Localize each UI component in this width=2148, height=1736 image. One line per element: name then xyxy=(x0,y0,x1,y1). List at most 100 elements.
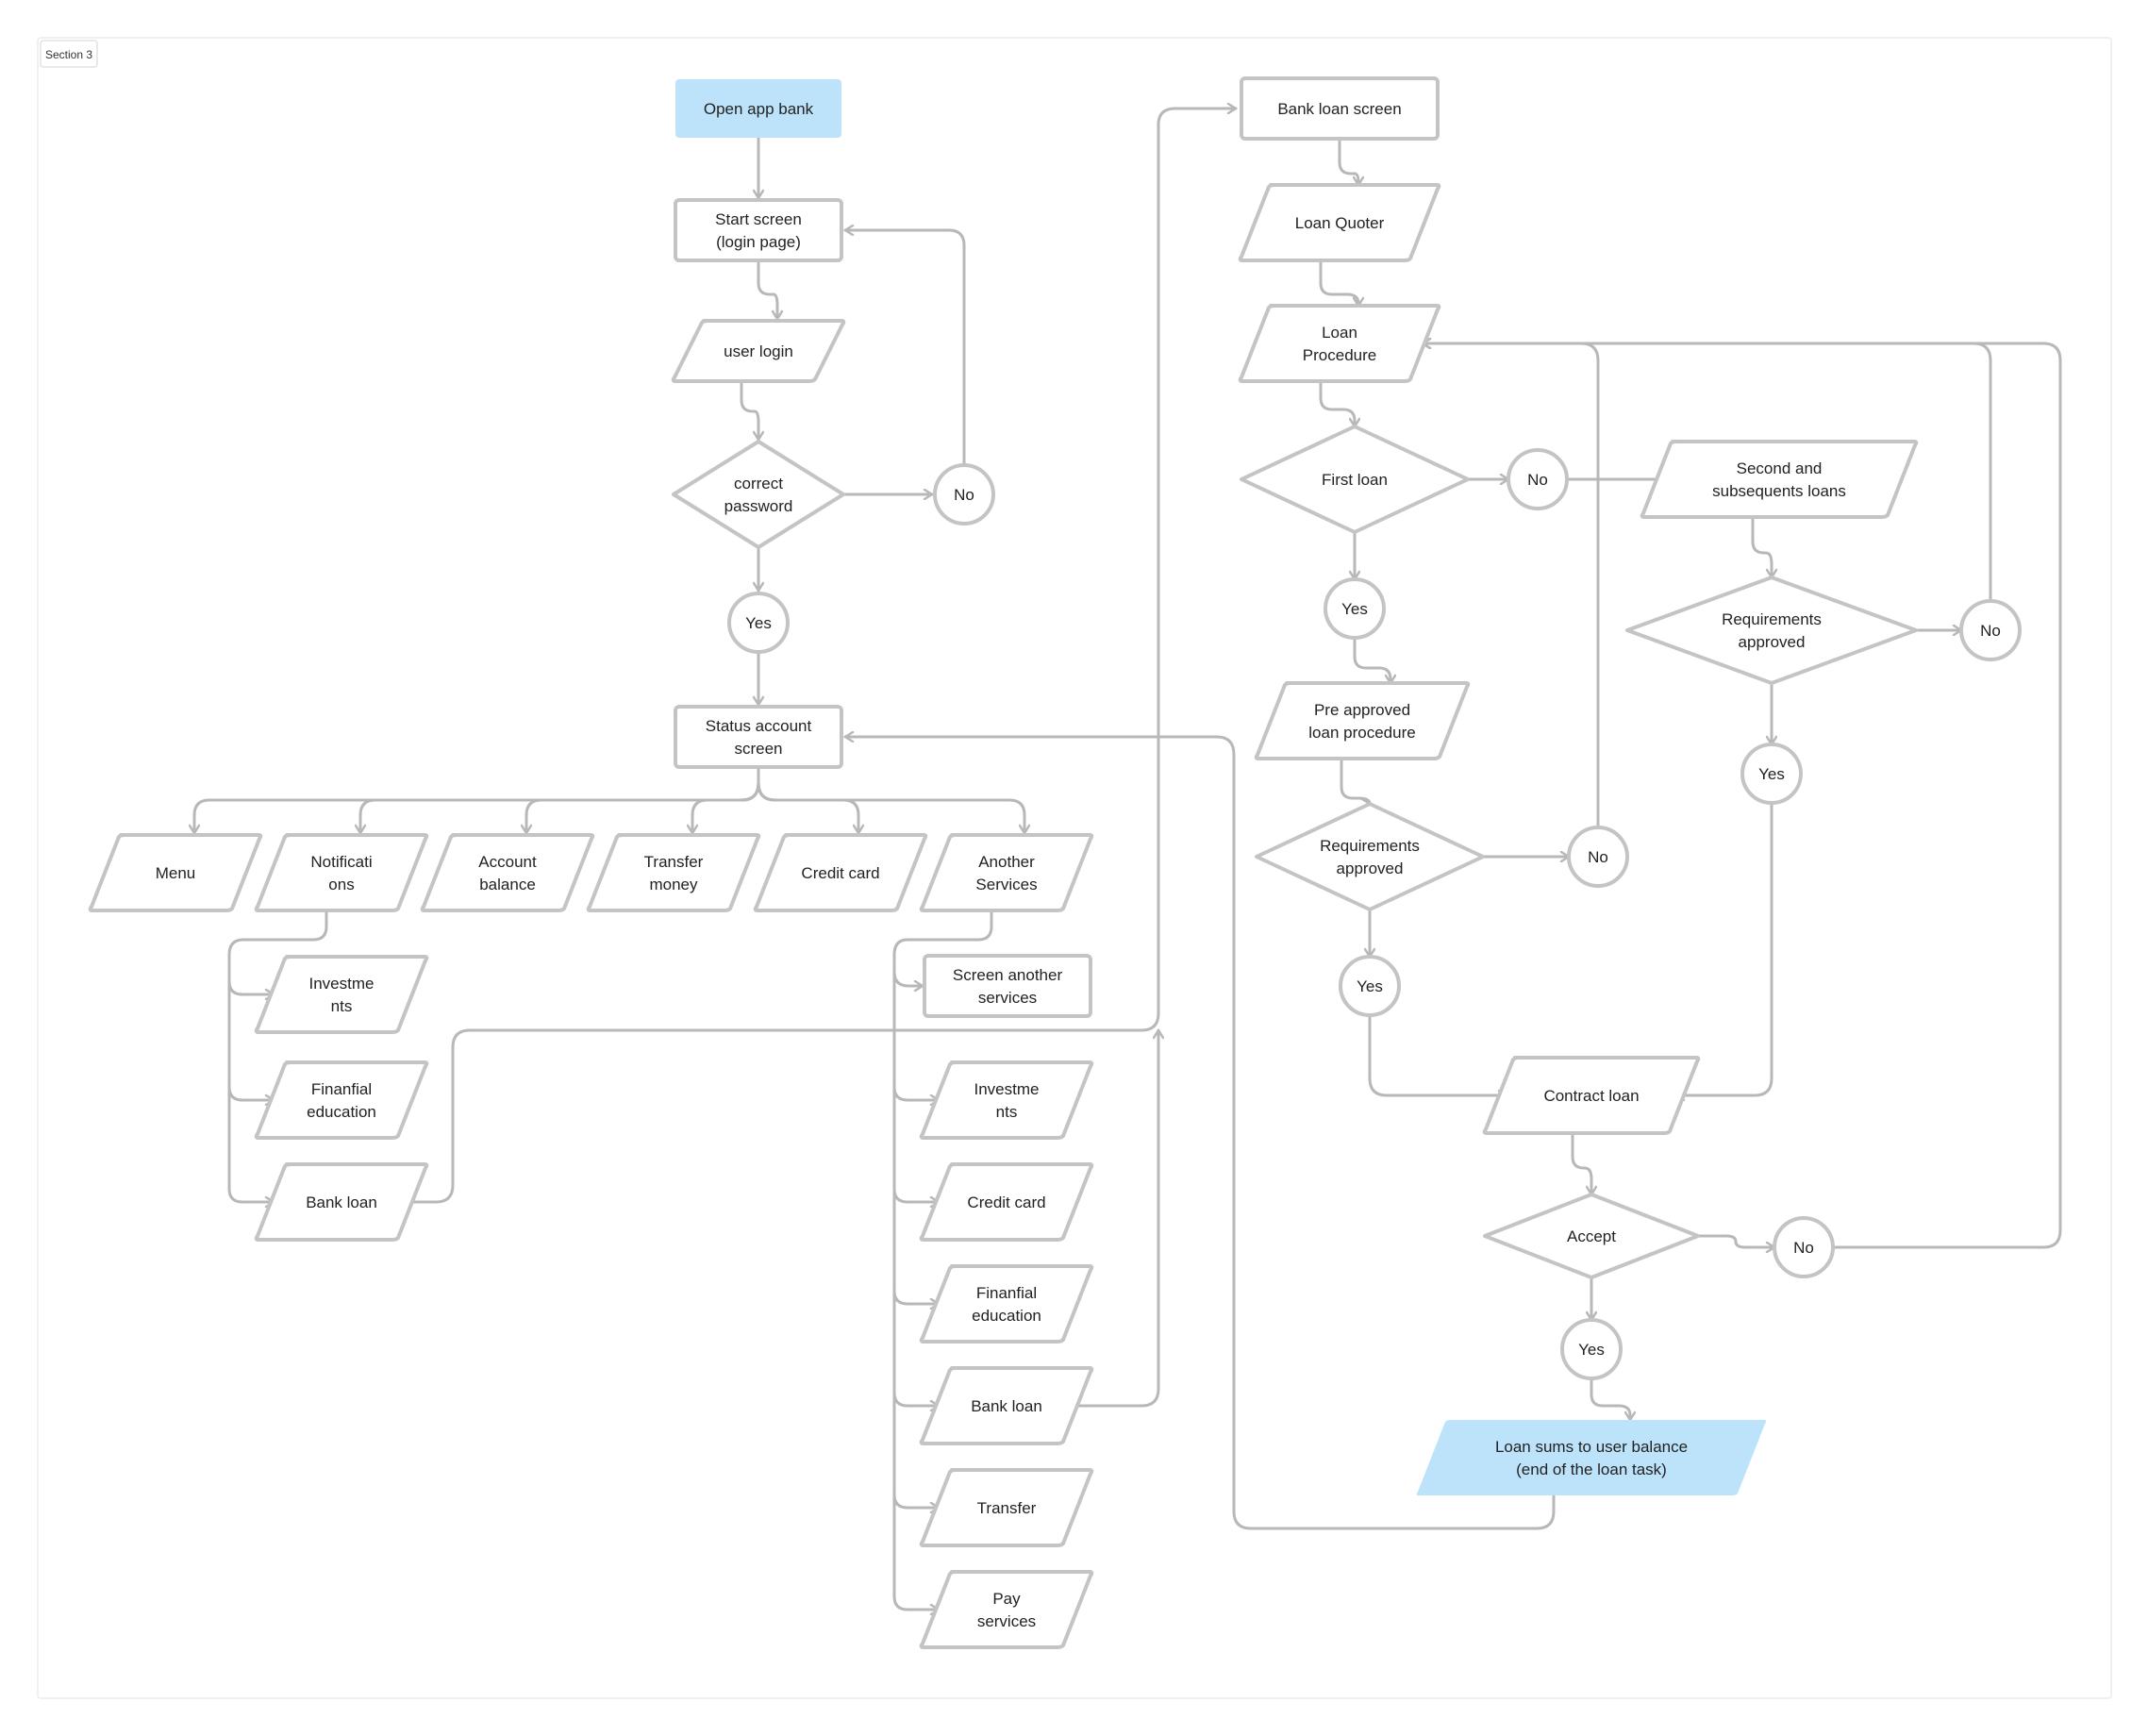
edge-pre-approved-to-req-approved-left xyxy=(1340,757,1370,806)
node-shape-investments-left xyxy=(254,955,429,1034)
node-start-screen: Start screen(login page) xyxy=(674,198,843,262)
node-shape-credit-card-right xyxy=(919,1162,1094,1242)
edge-no-accept-to-loan-procedure xyxy=(1421,343,2062,1249)
node-shape-req-approved-left xyxy=(1255,802,1485,911)
node-label-transfer: Transfer xyxy=(977,1499,1037,1517)
section-frame xyxy=(37,37,2112,1699)
node-shape-contract-loan xyxy=(1482,1056,1701,1135)
node-credit-card-top: Credit card xyxy=(753,833,928,912)
node-loan-quoter: Loan Quoter xyxy=(1238,183,1441,262)
node-label-bank-loan-left: Bank loan xyxy=(306,1194,377,1211)
node-label-open-app: Open app bank xyxy=(704,100,814,118)
node-yes-req-left: Yes xyxy=(1339,955,1401,1017)
node-shape-yes-password xyxy=(727,592,790,654)
node-label-bank-loan-screen: Bank loan screen xyxy=(1277,100,1401,118)
edge-loan-procedure-to-first-loan xyxy=(1319,379,1355,428)
node-menu: Menu xyxy=(88,833,263,912)
section-label: Section 3 xyxy=(40,40,98,68)
node-label-yes-first: Yes xyxy=(1341,600,1368,618)
node-yes-req-right: Yes xyxy=(1740,743,1803,805)
edge-no-password-to-start-screen xyxy=(843,230,966,467)
edge-another-services-to-transfer xyxy=(892,1391,941,1508)
node-accept: Accept xyxy=(1483,1193,1700,1279)
node-label-start-screen: Start screen(login page) xyxy=(715,210,802,251)
node-shape-accept xyxy=(1483,1193,1700,1279)
node-shape-no-first xyxy=(1507,448,1569,510)
edge-yes-accept-to-loan-sums xyxy=(1590,1377,1630,1422)
edge-status-account-to-transfer-money xyxy=(692,765,760,835)
node-shape-credit-card-top xyxy=(753,833,928,912)
node-shape-account-balance xyxy=(420,833,595,912)
node-shape-first-loan xyxy=(1240,425,1470,534)
node-no-req-left: No xyxy=(1567,826,1629,888)
node-shape-second-loans xyxy=(1640,440,1919,519)
edge-no-req-left-to-loan-procedure xyxy=(1421,343,1600,829)
node-label-no-accept: No xyxy=(1793,1239,1814,1257)
node-shape-loan-procedure xyxy=(1238,304,1441,383)
node-no-accept: No xyxy=(1773,1216,1835,1278)
node-label-loan-quoter: Loan Quoter xyxy=(1295,214,1385,232)
node-shape-yes-req-left xyxy=(1339,955,1401,1017)
edge-notifications-to-bank-loan-left xyxy=(227,1085,275,1202)
node-first-loan: First loan xyxy=(1240,425,1470,534)
node-shape-open-app xyxy=(675,79,841,138)
node-no-first: No xyxy=(1507,448,1569,510)
edge-notifications-to-investments-left xyxy=(227,909,328,994)
node-label-credit-card-top: Credit card xyxy=(801,864,879,882)
node-credit-card-right: Credit card xyxy=(919,1162,1094,1242)
node-shape-financial-left xyxy=(254,1060,429,1140)
node-shape-yes-req-right xyxy=(1740,743,1803,805)
node-shape-pay-services xyxy=(919,1570,1094,1649)
node-shape-notifications xyxy=(254,833,429,912)
node-shape-loan-quoter xyxy=(1238,183,1441,262)
edge-another-services-to-bank-loan-right xyxy=(892,1289,941,1406)
node-label-no-first: No xyxy=(1527,471,1548,489)
node-shape-loan-sums xyxy=(1416,1420,1767,1495)
node-shape-status-account xyxy=(674,705,843,769)
section-label-text: Section 3 xyxy=(45,48,92,61)
node-transfer: Transfer xyxy=(919,1468,1094,1547)
node-label-yes-req-right: Yes xyxy=(1758,765,1785,783)
node-shape-bank-loan-left xyxy=(254,1162,429,1242)
edge-status-account-to-another-services xyxy=(757,765,1024,835)
node-user-login: user login xyxy=(671,319,846,383)
node-label-yes-accept: Yes xyxy=(1578,1341,1605,1359)
edge-loan-quoter-to-loan-procedure xyxy=(1319,259,1358,308)
node-shape-req-approved-right xyxy=(1625,576,1918,685)
node-shape-transfer-money xyxy=(586,833,761,912)
edge-contract-loan-to-accept xyxy=(1571,1131,1591,1196)
node-yes-password: Yes xyxy=(727,592,790,654)
node-yes-accept: Yes xyxy=(1560,1318,1623,1380)
node-bank-loan-right: Bank loan xyxy=(919,1366,1094,1445)
node-bank-loan-left: Bank loan xyxy=(254,1162,429,1242)
node-shape-transfer xyxy=(919,1468,1094,1547)
